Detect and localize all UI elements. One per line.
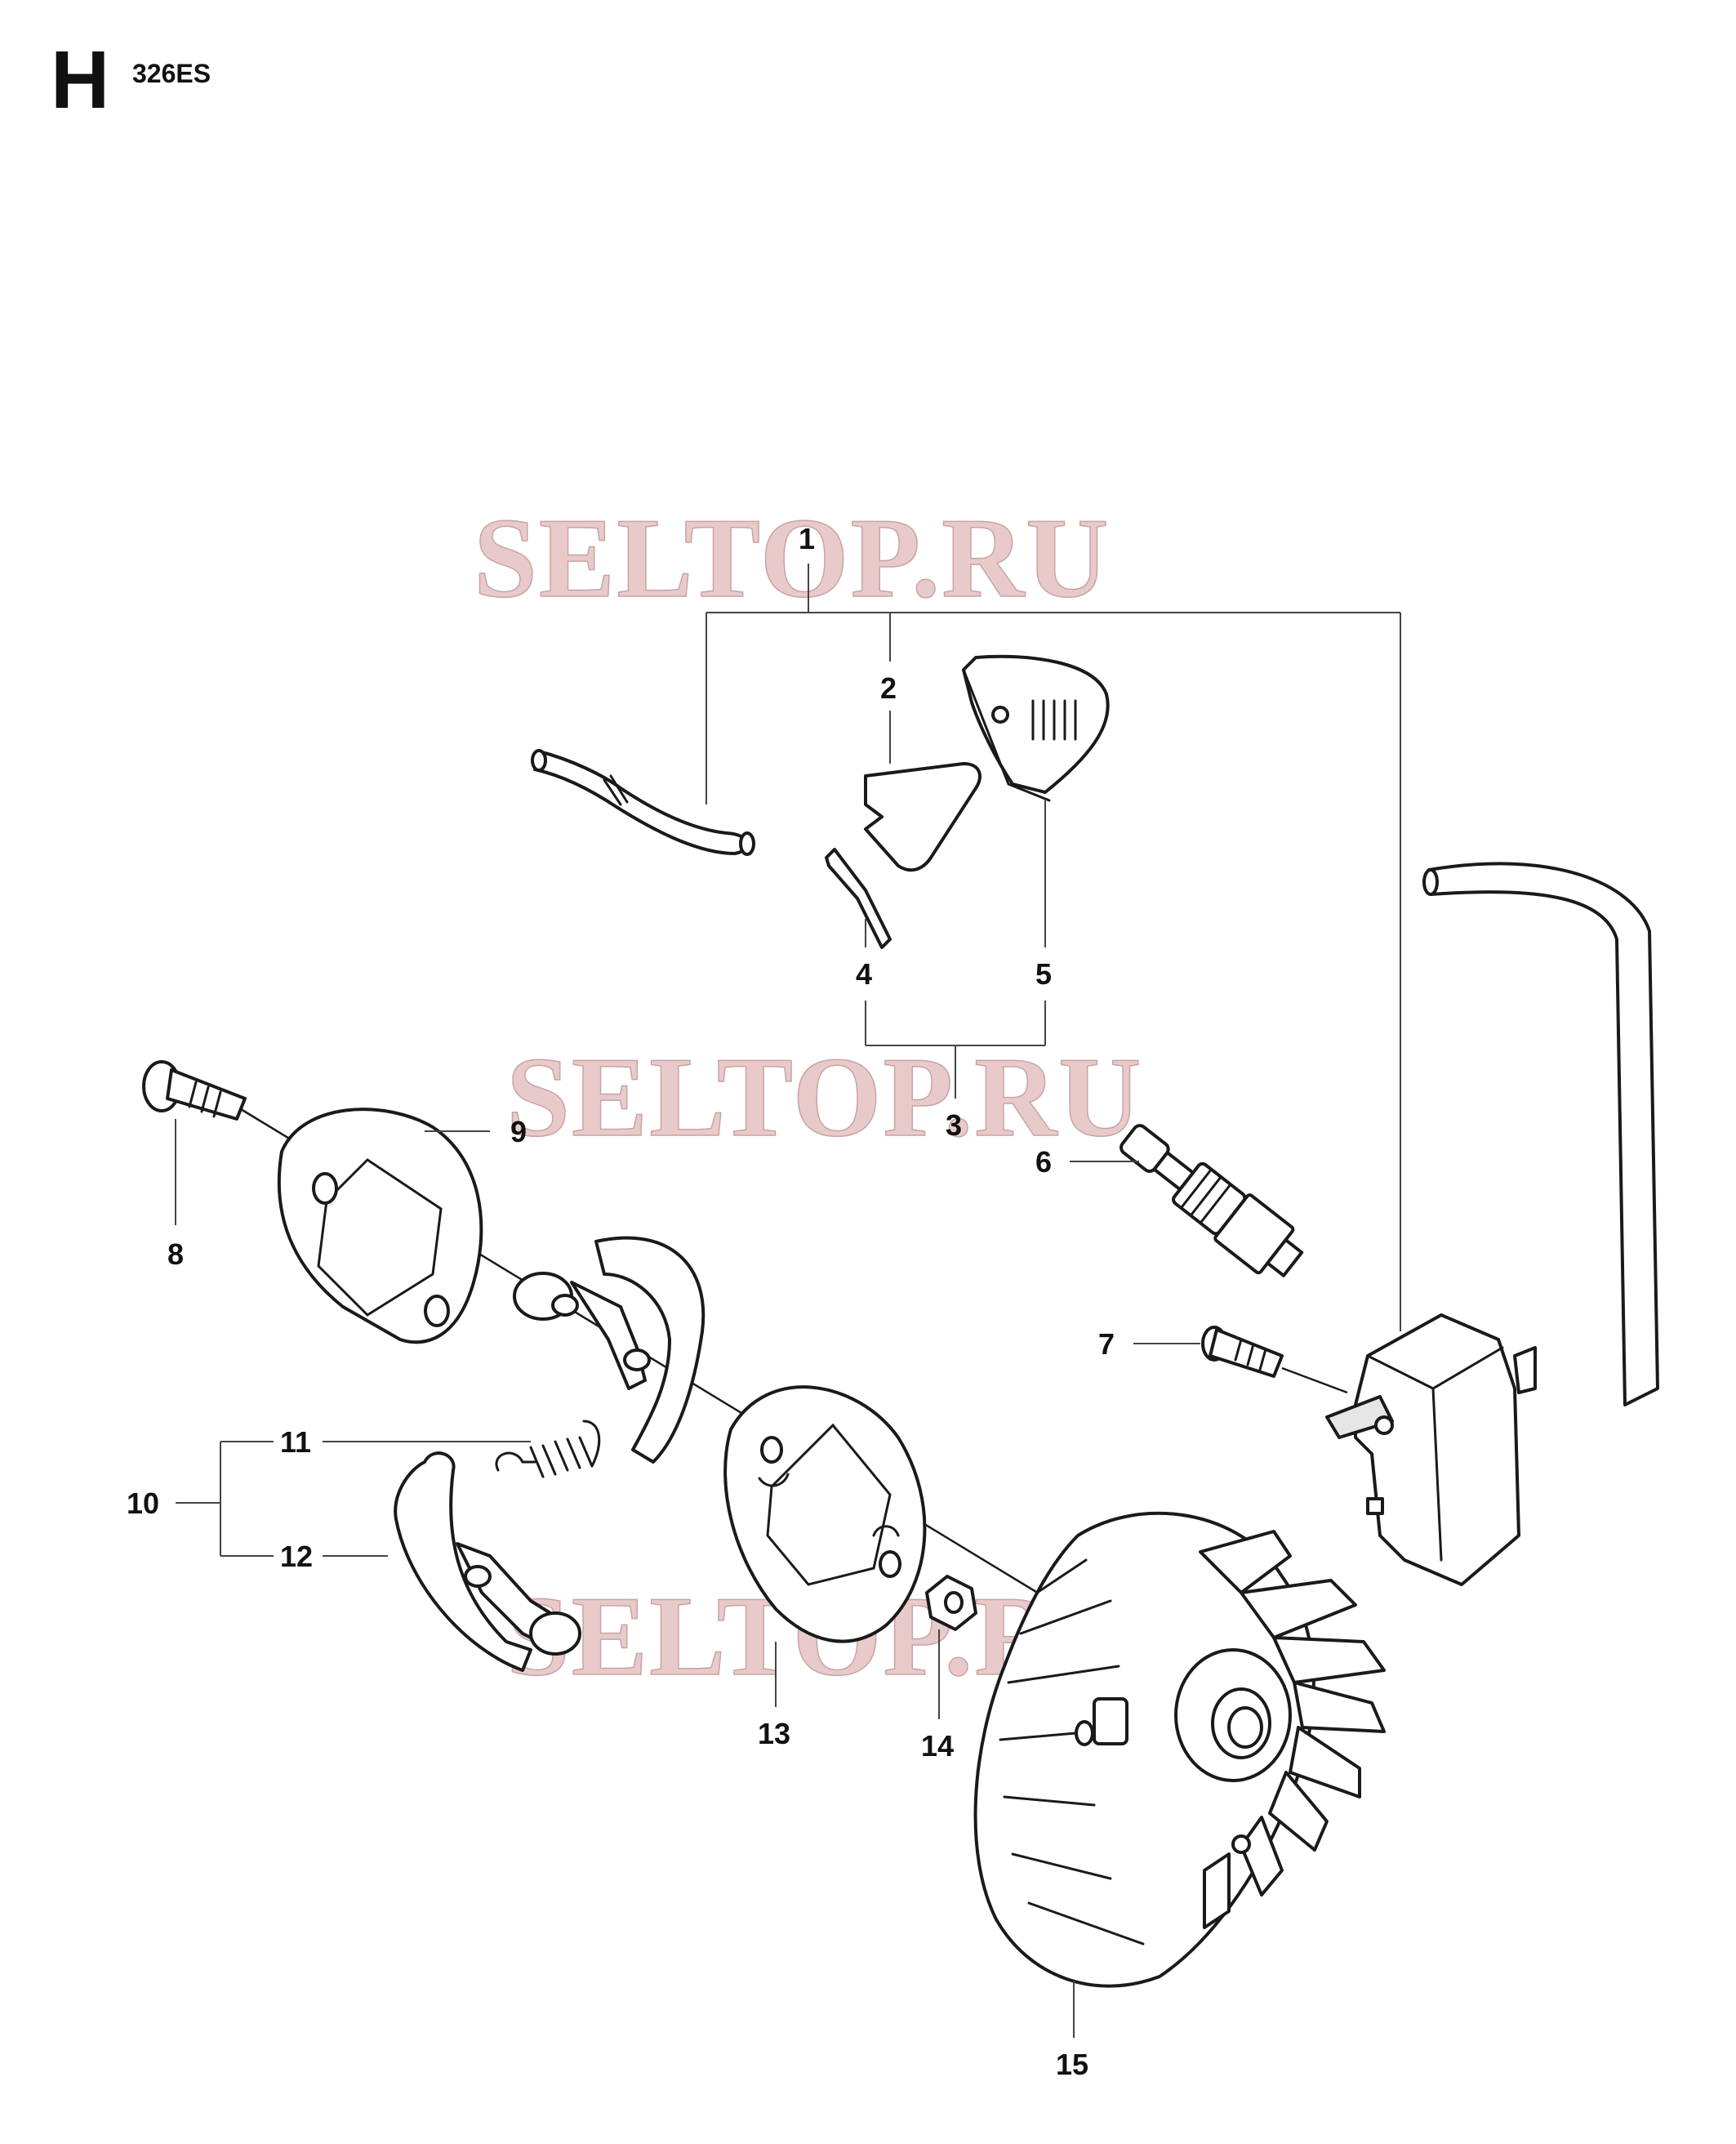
- model-code: 326ES: [132, 59, 211, 88]
- callout-7: 7: [1098, 1327, 1115, 1361]
- ignition-module-part: [1325, 862, 1659, 1586]
- kit-3-bracket: [865, 1001, 1046, 1099]
- callout-9: 9: [510, 1115, 527, 1148]
- callout-2: 2: [880, 671, 897, 705]
- kit-1-bracket: [706, 564, 1401, 1331]
- callout-8: 8: [167, 1237, 184, 1271]
- clutch-shoe-lower-part: [323, 1451, 581, 1672]
- clutch-plate-9-part: [277, 1108, 490, 1344]
- callout-10: 10: [127, 1487, 159, 1520]
- bolt-8-part: [142, 1060, 247, 1225]
- hose-part: [531, 749, 755, 856]
- nut-14-part: [925, 1575, 977, 1719]
- spring-clip-part: [825, 848, 892, 949]
- screw-7-part: [1133, 1326, 1348, 1394]
- spring-11-part: [323, 1420, 601, 1478]
- callout-5: 5: [1035, 957, 1052, 991]
- flywheel-15-part: [973, 1511, 1386, 2038]
- ignition-cover-part: [962, 654, 1110, 947]
- callout-13: 13: [758, 1717, 790, 1750]
- callout-15: 15: [1056, 2048, 1088, 2081]
- callout-12: 12: [280, 1540, 313, 1573]
- clutch-shoe-upper-part: [513, 1236, 706, 1464]
- callout-14: 14: [921, 1729, 954, 1763]
- section-letter: H: [51, 34, 110, 126]
- watermark-top: SELTOP.RU: [474, 495, 1110, 622]
- callout-11: 11: [280, 1425, 311, 1459]
- watermark-middle: SELTOP.RU: [506, 1034, 1142, 1161]
- shield-plate-part: [864, 711, 982, 872]
- callout-3: 3: [946, 1108, 962, 1142]
- spark-plug-part: [1119, 1124, 1304, 1277]
- callout-4: 4: [856, 957, 872, 991]
- callout-1: 1: [799, 522, 815, 555]
- callout-6: 6: [1035, 1145, 1052, 1179]
- clutch-plate-13-part: [723, 1385, 927, 1707]
- kit-10-bracket: [176, 1441, 274, 1557]
